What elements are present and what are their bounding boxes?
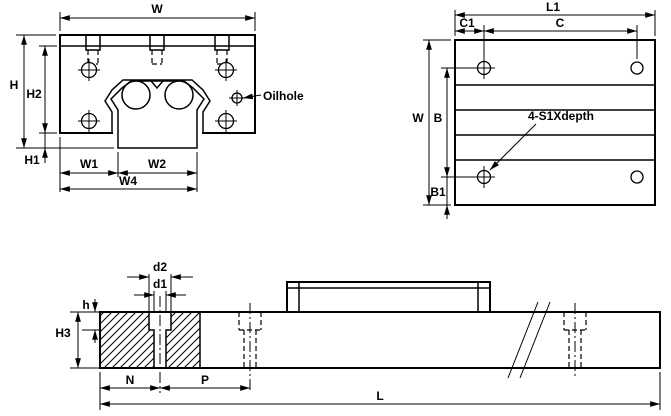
hidden-hole	[238, 312, 262, 368]
hidden-mounting-holes	[238, 312, 587, 368]
break-lines	[507, 301, 551, 379]
dim-label-b1: B1	[430, 185, 446, 199]
dim-label-front-h2: H2	[26, 87, 42, 101]
top-view: L1 C1 C W B B1 4-S1Xdepth	[412, 0, 656, 219]
dim-label-front-h: H	[10, 78, 19, 92]
carriage-end-caps	[286, 281, 491, 313]
hidden-hole	[563, 312, 587, 368]
top-view-rail-edges	[454, 84, 656, 161]
crosshair-icon	[473, 166, 495, 188]
crosshair-icon	[229, 90, 245, 106]
dim-label-l: L	[376, 389, 383, 403]
screw-note-label: 4-S1Xdepth	[528, 109, 594, 123]
top-view-dimensions: L1 C1 C W B B1 4-S1Xdepth	[412, 0, 656, 219]
carriage-side-body	[286, 281, 491, 313]
dim-label-h3: H3	[55, 326, 71, 340]
front-view: W H H2 H1 W1 W2 W4 Oilhole	[10, 2, 304, 192]
crosshair-icon	[215, 110, 237, 132]
rail-top-groove	[149, 79, 165, 90]
dim-label-c1: C1	[459, 16, 475, 30]
dim-label-p: P	[201, 373, 209, 387]
top-slots	[85, 34, 230, 51]
hatch-section	[166, 330, 200, 368]
dim-label-c: C	[556, 16, 565, 30]
dim-label-n: N	[126, 373, 135, 387]
ext-line	[454, 10, 656, 36]
ext-line	[483, 25, 638, 59]
dim-label-front-w1: W1	[80, 157, 98, 171]
dim-label-l1: L1	[546, 0, 560, 14]
dim-label-front-h1: H1	[24, 153, 40, 167]
side-view: d2 d1 h H3 N P L	[55, 260, 661, 410]
hole-centerlines	[159, 296, 576, 393]
carriage-inner-cavity	[104, 79, 211, 134]
front-dimensions: W H H2 H1 W1 W2 W4 Oilhole	[10, 2, 304, 192]
dim-label-front-w: W	[151, 2, 163, 16]
dim-label-d2: d2	[153, 260, 167, 274]
hatch-section	[100, 330, 154, 368]
top-view-screw-holes	[473, 57, 644, 188]
ext-line	[39, 45, 57, 134]
ball-bearing-left	[121, 80, 151, 110]
oilhole-leader-arrow	[242, 93, 262, 100]
top-view-outline	[454, 39, 656, 206]
ext-line	[70, 311, 100, 369]
oilhole-label: Oilhole	[263, 89, 304, 103]
hatch-section	[100, 312, 149, 330]
rail-side-body	[99, 311, 661, 369]
carriage-outline	[286, 281, 491, 313]
block-outline	[59, 34, 256, 134]
dim-label-d1: d1	[153, 277, 167, 291]
counterbore-hole-outline	[148, 311, 172, 369]
front-view-rail-section	[110, 79, 205, 149]
ext-line	[423, 39, 451, 206]
hatch-section	[171, 312, 200, 330]
crosshair-icon	[215, 59, 237, 81]
side-dimensions: d2 d1 h H3 N P L	[55, 260, 661, 410]
dim-label-b: B	[434, 111, 443, 125]
oilhole-marker	[229, 90, 245, 106]
dim-label-front-w4: W4	[119, 174, 137, 188]
top-thread-holes-hidden	[87, 50, 228, 65]
screw-hole-top-right	[630, 61, 644, 75]
screw-note-leader-arrow	[489, 123, 537, 171]
ball-bearing-right	[164, 80, 194, 110]
ext-line	[16, 34, 114, 149]
screw-hole-bottom-right	[630, 170, 644, 184]
crosshair-icon	[78, 59, 100, 81]
rail-profile	[110, 80, 205, 149]
dim-label-top-w: W	[412, 111, 424, 125]
front-mounting-holes	[78, 59, 237, 132]
rail-outline	[99, 311, 661, 369]
dim-label-front-w2: W2	[148, 157, 166, 171]
crosshair-icon	[473, 57, 495, 79]
dim-label-h: h	[82, 298, 89, 312]
crosshair-icon	[78, 110, 100, 132]
ext-line	[59, 12, 256, 31]
